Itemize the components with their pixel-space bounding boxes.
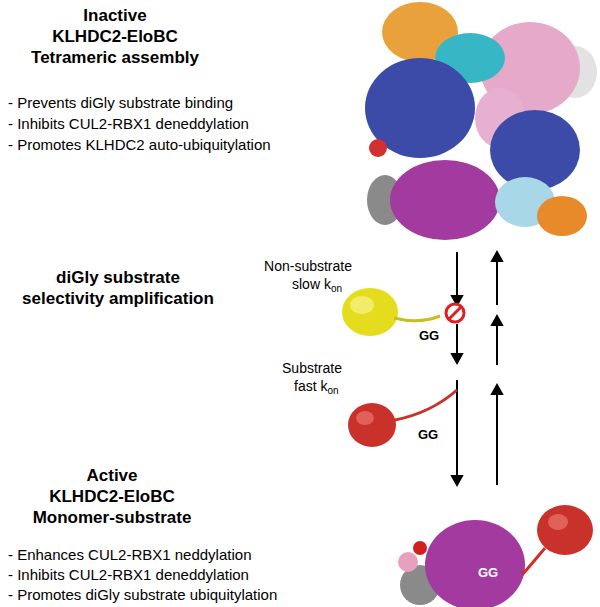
state-heading: Inactive xyxy=(83,6,146,26)
prohibition-sign xyxy=(446,304,464,322)
process-heading: selectivity amplification xyxy=(22,289,214,309)
state-heading: KLHDC2-EloBC xyxy=(49,487,175,507)
property-bullet: - Inhibits CUL2-RBX1 deneddylation xyxy=(8,115,249,132)
rate-subscript: on xyxy=(331,283,342,295)
property-bullet: - Promotes KLHDC2 auto-ubiquitylation xyxy=(8,136,271,153)
diglycine-tail: GG xyxy=(418,428,438,443)
state-heading: KLHDC2-EloBC xyxy=(52,27,178,47)
rate-label: Substrate xyxy=(282,360,342,376)
state-heading: Tetrameric assembly xyxy=(31,48,199,68)
property-bullet: - Promotes diGly substrate ubiquitylatio… xyxy=(8,586,277,603)
rate-label: Non-substrate xyxy=(264,258,352,274)
substrate-protein xyxy=(348,390,457,447)
property-bullet: - Prevents diGly substrate binding xyxy=(8,94,233,111)
state-heading: Active xyxy=(86,466,137,486)
tetramer-structure xyxy=(365,2,597,240)
process-heading: diGly substrate xyxy=(56,268,180,288)
equilibrium-arrows xyxy=(452,252,502,485)
monomer-substrate-structure xyxy=(398,505,593,607)
property-bullet: - Enhances CUL2-RBX1 neddylation xyxy=(8,546,251,563)
diglycine-tail: GG xyxy=(419,329,439,344)
diglycine-tail: GG xyxy=(478,566,498,581)
rate-subscript: on xyxy=(327,385,338,397)
state-heading: Monomer-substrate xyxy=(33,508,192,528)
property-bullet: - Inhibits CUL2-RBX1 deneddylation xyxy=(8,566,249,583)
rate-label: fast k xyxy=(294,378,327,394)
rate-label: slow k xyxy=(292,276,331,292)
